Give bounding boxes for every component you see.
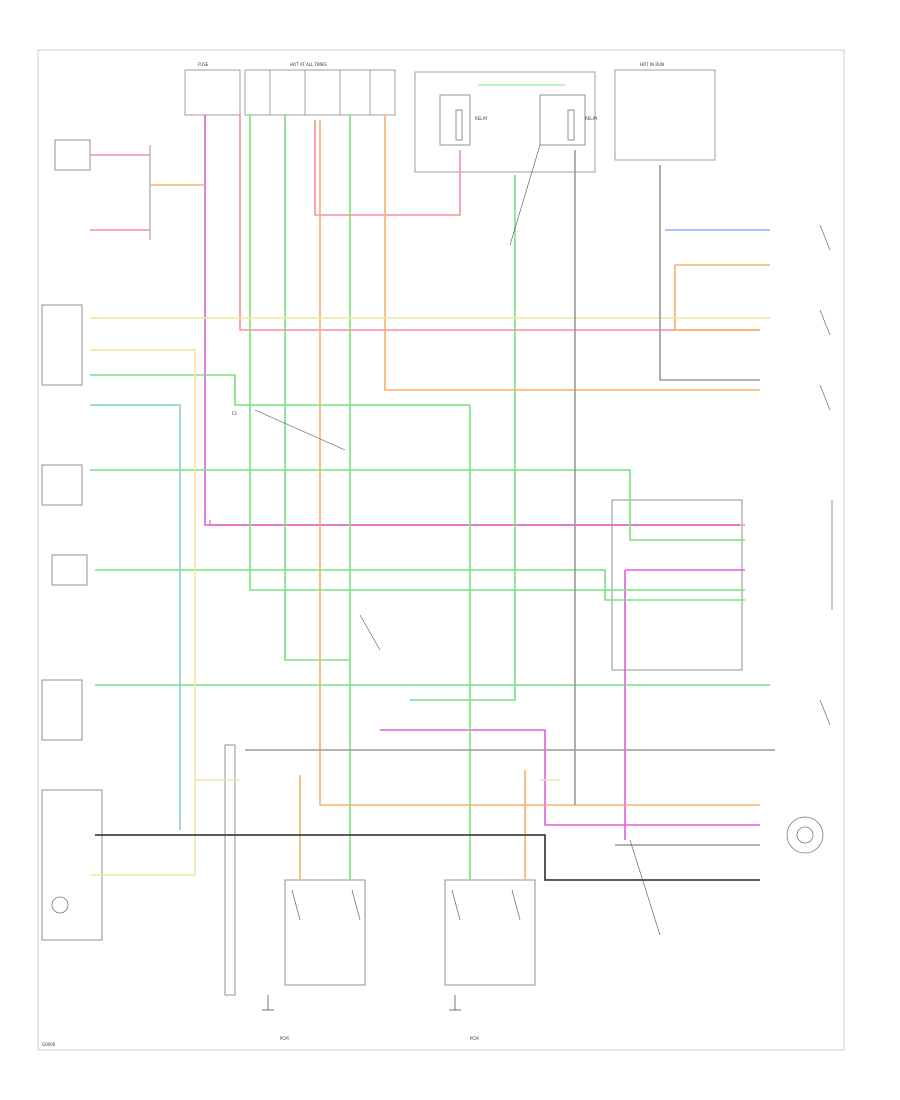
- wire-orange-4: [319, 120, 760, 806]
- ground-symbols: [262, 995, 461, 1011]
- wire-red-3: [314, 120, 461, 216]
- relay-left-label: RELAY: [475, 116, 488, 121]
- left-components: [41, 139, 151, 941]
- diagram-border: [37, 49, 845, 1051]
- fuse-block-center-label: HOT AT ALL TIMES: [290, 62, 327, 67]
- wire-orange-2: [674, 264, 770, 331]
- right-components: [611, 224, 833, 854]
- relay-left: [439, 94, 471, 146]
- wire-green-9: [410, 175, 516, 701]
- wire-green-1: [284, 115, 350, 661]
- callout-line-3: [629, 839, 661, 936]
- wire-pink-1: [204, 115, 740, 526]
- wire-green-2: [249, 115, 745, 591]
- page-code: G0000: [42, 1042, 56, 1047]
- bottom-components: [224, 744, 536, 996]
- wire-pink-2: [380, 729, 760, 826]
- wire-teal-1: [90, 404, 181, 830]
- callout-line-1: [254, 409, 346, 451]
- callout-line-4: [509, 144, 541, 246]
- callout-line-2: [359, 614, 381, 651]
- relay-center-label: RELAY: [585, 116, 598, 121]
- wire-green-8: [90, 374, 470, 406]
- fuse-block-left-label: FUSE: [198, 62, 209, 67]
- wire-gray-1: [659, 165, 760, 381]
- wires: [90, 84, 775, 936]
- fuse-block-right-label: HOT IN RUN: [640, 62, 664, 67]
- ground-label-right: PCM: [470, 1036, 479, 1041]
- wire-orange-3: [384, 115, 760, 391]
- wire-yellow-2: [90, 349, 240, 781]
- wire-red-1: [239, 115, 760, 331]
- wire-black-1: [95, 834, 760, 881]
- relay-center: [539, 94, 586, 146]
- wire-green-6: [95, 569, 745, 601]
- top-fuse-panel: [184, 69, 716, 173]
- wire-green-5: [90, 469, 745, 541]
- ground-label-left: PCM: [280, 1036, 289, 1041]
- wire-yellow-3: [90, 780, 196, 876]
- fuse-reference: F2: [232, 411, 237, 416]
